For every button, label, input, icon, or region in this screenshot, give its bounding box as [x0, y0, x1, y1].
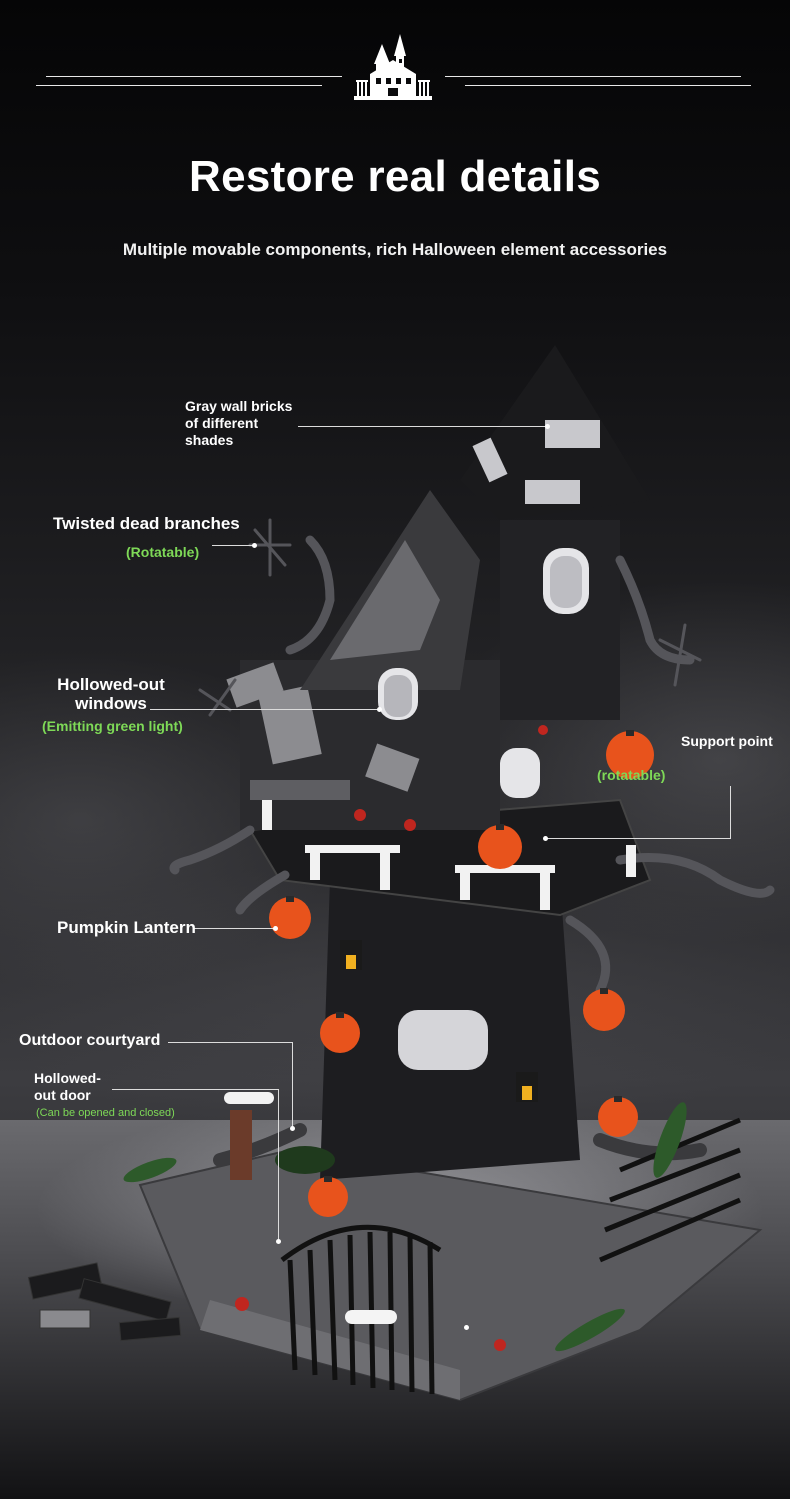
callout-support-note: (rotatable) [597, 767, 666, 783]
callout-pumpkin: Pumpkin Lantern [57, 918, 196, 937]
street-lanterns [340, 940, 538, 1102]
callout-courtyard: Outdoor courtyard [19, 1032, 161, 1049]
leader-support-v [730, 786, 731, 838]
leader-gray-wall [298, 426, 548, 427]
header-rule-left-top [46, 76, 342, 77]
gravestone [230, 1110, 252, 1180]
leader-door-h [112, 1089, 278, 1090]
callout-support: Support point [681, 733, 773, 749]
pumpkin-stems [286, 730, 634, 1182]
courtyard-wall [200, 1300, 460, 1400]
leader-door-v [278, 1089, 279, 1241]
page-title: Restore real details [189, 152, 601, 201]
haunted-house-icon [354, 34, 432, 100]
callout-gray-wall: Gray wall bricks of different shades [185, 398, 293, 448]
leader-dot-courtyard [290, 1126, 295, 1131]
gray-wall-bricks [226, 662, 420, 800]
red-jewels [235, 725, 548, 1351]
page-subtitle: Multiple movable components, rich Hallow… [122, 240, 668, 259]
leader-dot-branches [252, 543, 257, 548]
loose-bricks [27, 1262, 182, 1342]
header-rule-right-bottom [465, 85, 751, 86]
leader-courtyard-h [168, 1042, 292, 1043]
header-rule-left-bottom [36, 85, 322, 86]
leader-dot-support [543, 836, 548, 841]
leader-windows [150, 709, 380, 710]
callout-branches: Twisted dead branches [53, 514, 240, 533]
header-rule-right-top [445, 76, 741, 77]
iron-gate [280, 1117, 741, 1395]
trunk-roots [213, 1123, 707, 1167]
leader-pumpkin [194, 928, 276, 929]
leader-branches [212, 545, 256, 546]
callout-door: Hollowed- out door [34, 1070, 101, 1103]
arched-windows [378, 548, 589, 1070]
courtyard-base [138, 1148, 763, 1402]
callout-windows-note: (Emitting green light) [42, 718, 183, 734]
door-bone [345, 1310, 397, 1324]
pumpkin-lanterns [269, 731, 654, 1217]
leader-courtyard-v [292, 1042, 293, 1128]
callout-door-note: (Can be opened and closed) [36, 1107, 175, 1119]
green-plants [123, 1102, 687, 1352]
twisted-branches [169, 535, 775, 995]
bone-fence [262, 800, 636, 910]
roof-trim [330, 540, 440, 660]
leader-dot-gray-wall [545, 424, 550, 429]
leader-dot-wall-base [464, 1325, 469, 1330]
leader-dot-pumpkin [273, 926, 278, 931]
leader-dot-windows [377, 707, 382, 712]
bone-cross [224, 1092, 274, 1104]
callout-branches-note: (Rotatable) [126, 544, 200, 560]
spire-gray-bricks [472, 420, 600, 504]
leader-dot-door [276, 1239, 281, 1244]
callout-windows: Hollowed-out windows [57, 675, 165, 713]
leader-support-h [546, 838, 731, 839]
